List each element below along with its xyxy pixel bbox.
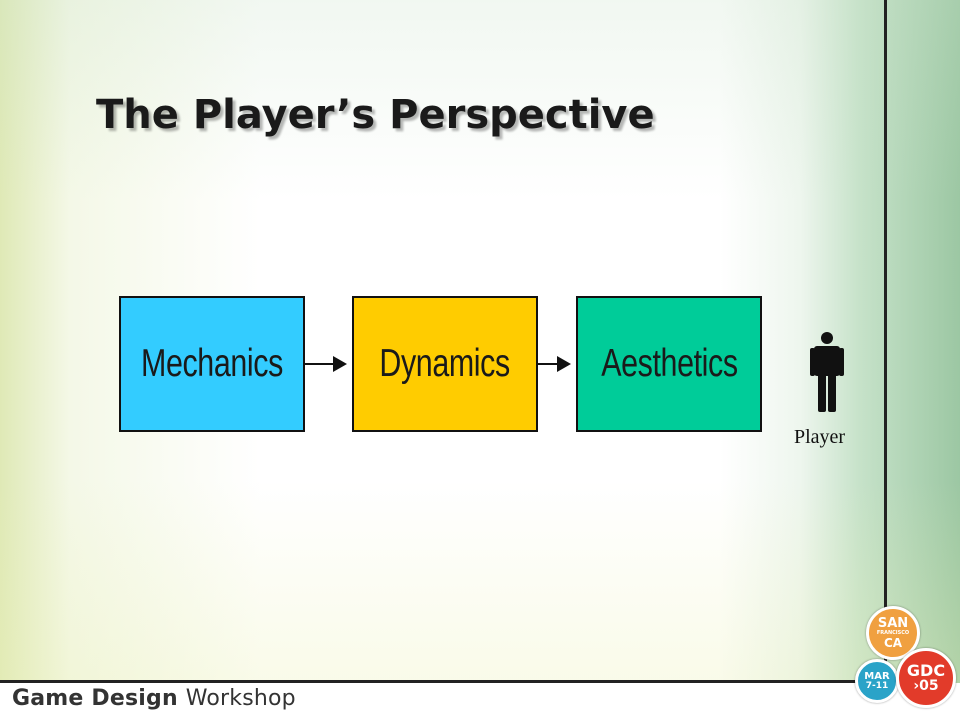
badge-event-line1: GDC bbox=[906, 661, 946, 680]
badge-event-line2: ›05 bbox=[913, 678, 939, 694]
footer-title-part1: Game Design bbox=[12, 686, 178, 711]
badge-date-line1: MAR bbox=[864, 670, 890, 682]
player-label: Player bbox=[794, 426, 846, 448]
aesthetics-box: Aesthetics bbox=[576, 296, 762, 432]
footer-bar bbox=[0, 683, 960, 720]
mechanics-box: Mechanics bbox=[119, 296, 305, 432]
badge-city-line1: SAN bbox=[877, 616, 909, 631]
gdc-city-badge: SAN FRANCISCO CA bbox=[866, 606, 920, 660]
footer-divider-line bbox=[0, 680, 887, 683]
dynamics-box: Dynamics bbox=[352, 296, 538, 432]
person-icon bbox=[810, 332, 844, 412]
gdc-logo-badge: GDC ›05 bbox=[896, 648, 956, 708]
mechanics-label: Mechanics bbox=[141, 342, 283, 385]
badge-city-line2: FRANCISCO bbox=[876, 630, 910, 636]
badge-city-line3: CA bbox=[883, 636, 903, 650]
aesthetics-label: Aesthetics bbox=[600, 342, 738, 385]
footer-title-part2: Workshop bbox=[185, 686, 296, 711]
dynamics-label: Dynamics bbox=[379, 342, 511, 385]
right-divider-line bbox=[884, 0, 887, 684]
badge-date-line2: 7-11 bbox=[865, 680, 889, 691]
gdc-date-badge: MAR 7-11 bbox=[855, 659, 899, 703]
footer-title: Game Design Workshop bbox=[12, 686, 296, 711]
slide-title: The Player’s Perspective bbox=[96, 92, 655, 138]
